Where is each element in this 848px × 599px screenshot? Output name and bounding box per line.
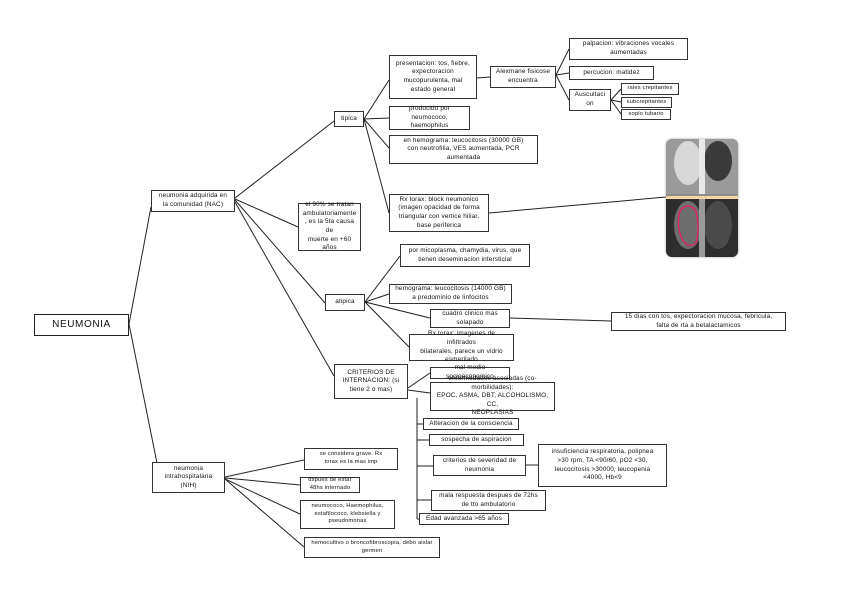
ambulatorio-note: el 90% se tratan ambulatoriamente , es l… [298,201,361,251]
root-node: NEUMONIA [34,314,129,336]
severidad-node: insuficiencia respiratoria, polipnea >30… [538,444,667,487]
rx-atipica-node: Rx torax: imagenes de infiltrados bilate… [409,330,514,363]
nih-item: se considera grave. Rx torax es la mas i… [304,448,398,470]
rx-tipica-node: Rx torax: block neumonico (imagen opacid… [389,194,489,232]
auscultacion-node: Auscultaci on [569,89,611,111]
hemograma-tipica-node: en hemograma: leucocitosis (30000 GB) co… [389,135,538,164]
criterio-item: mala respuesta despues de 72hs de tto am… [431,490,546,511]
cuadro-detalle-node: 15 dias con tos, expectoracion mucosa, f… [611,312,786,331]
nih-item: hemocultivo o broncofibroscopia, debo ai… [304,537,440,558]
subcrepitantes-node: subcrepitantes [621,97,672,108]
soplo-node: soplo tubario [621,109,671,120]
criterio-item: Alteracion de la consciencia [423,418,519,430]
presentacion-node: presentacion: tos, fiebre, expectoracion… [389,55,477,99]
rales-node: rales crepitantes [621,83,679,95]
xray-image [666,139,738,257]
nac-node: neumonia adquirida en la comunidad (NAC) [151,190,235,212]
tipica-node: tipica [334,111,364,127]
criterio-item: enfermedades asociadas (co-morbilidades)… [430,375,555,416]
atipica-node: atipica [325,294,365,311]
percusion-node: percucion: matidez [569,66,654,80]
criterio-item: mal medio socioeconomico [430,364,510,380]
producido-node: producido por neumococo, haemophilus [389,105,470,130]
examen-fisico-node: Alexmane fisicose encuentra [490,66,556,88]
criterio-item: Edad avanzada >65 años [419,513,509,525]
nih-item: dspues de estar 48hs internado [300,477,360,493]
micoplasma-node: por micoplasma, chamydia, virus. que tie… [400,244,530,267]
nih-node: neumonia intrahospitalaria (NIH) [152,462,225,493]
criterios-node: CRITERIOS DE INTERNACION: (si tiene 2 o … [334,364,408,399]
criterio-item: criterios de severidad de neumonia [433,455,526,476]
nih-item: neumococo, Haemophilus, estafilococo, kl… [300,500,395,529]
palpacion-node: palpacion: vibraciones vocales aumentada… [569,38,688,60]
cuadro-clinico-node: cuadro clinico mas solapado [430,309,510,328]
hemograma-atipica-node: hemograma: leucocitosis (14000 GB) a pre… [389,284,512,304]
criterio-item: sospecha de aspiracion [429,434,524,446]
